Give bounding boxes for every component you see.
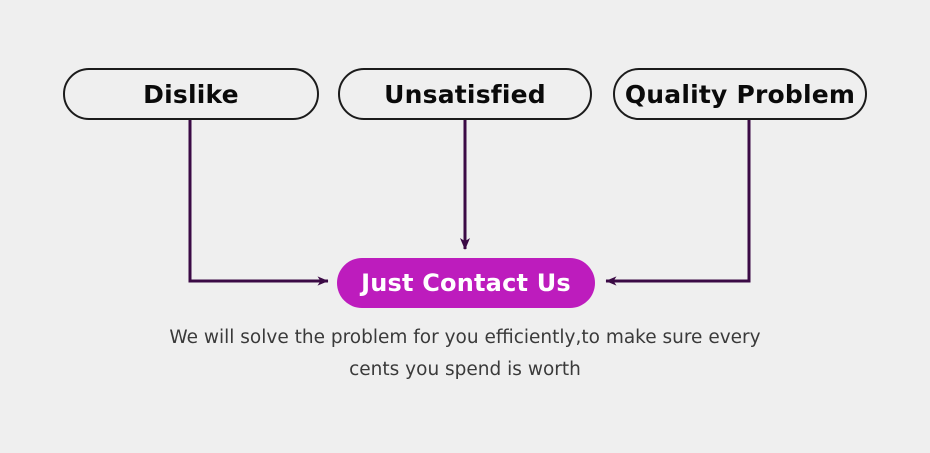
node-unsatisfied: Unsatisfied bbox=[338, 68, 592, 120]
node-quality-problem: Quality Problem bbox=[613, 68, 867, 120]
caption-line-2: cents you spend is worth bbox=[349, 359, 581, 380]
connector-quality-to-contact bbox=[605, 120, 751, 286]
node-quality-problem-label: Quality Problem bbox=[624, 79, 856, 109]
connector-dislike-to-contact bbox=[188, 120, 329, 286]
node-unsatisfied-label: Unsatisfied bbox=[384, 79, 546, 109]
node-just-contact-us-label: Just Contact Us bbox=[361, 269, 571, 297]
node-dislike: Dislike bbox=[63, 68, 319, 120]
caption-block: We will solve the problem for you effici… bbox=[0, 322, 930, 386]
caption-line-1: We will solve the problem for you effici… bbox=[169, 327, 761, 348]
node-just-contact-us[interactable]: Just Contact Us bbox=[337, 258, 595, 308]
node-dislike-label: Dislike bbox=[143, 79, 239, 109]
